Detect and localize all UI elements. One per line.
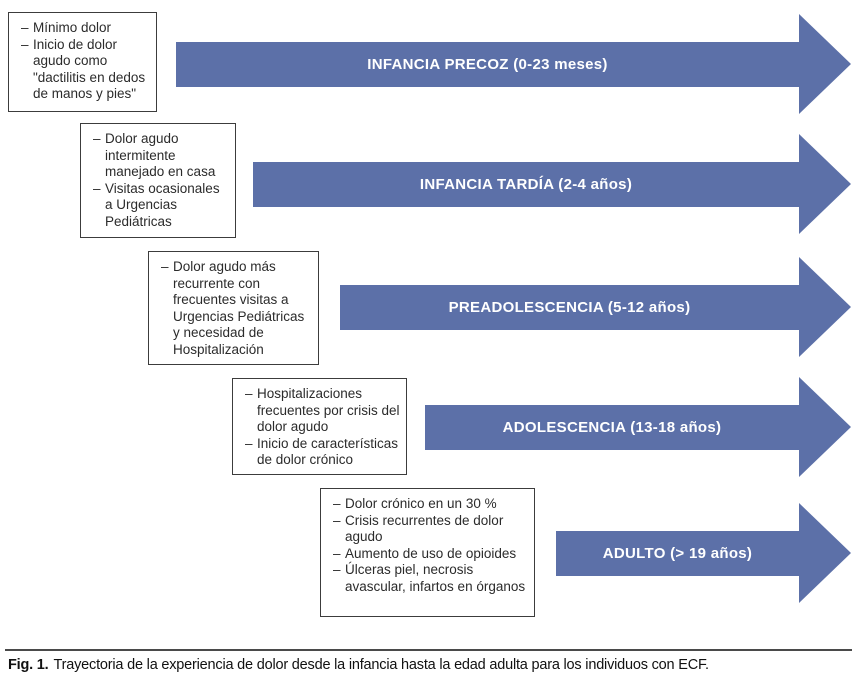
arrow-head-icon	[799, 377, 851, 477]
bullet-dash: –	[161, 259, 169, 274]
bullet-text: Inicio de dolor agudo como "dactilitis e…	[33, 36, 146, 102]
arrow-head-icon	[799, 257, 851, 357]
arrow-head-icon	[799, 503, 851, 603]
note-box-infancia-tardia: – Dolor agudo intermitente manejado en c…	[80, 123, 236, 238]
note-box-infancia-precoz: – Mínimo dolor – Inicio de dolor agudo c…	[8, 12, 157, 112]
bullet-item: – Dolor crónico en un 30 %	[333, 496, 528, 513]
bullet-item: – Úlceras piel, necrosis avascular, infa…	[333, 562, 528, 595]
bullet-item: – Inicio de dolor agudo como "dactilitis…	[21, 37, 150, 103]
bullet-text: Crisis recurrentes de dolor agudo	[345, 512, 504, 545]
bullet-dash: –	[245, 435, 253, 451]
bullet-dash: –	[93, 180, 101, 196]
arrow-infancia-precoz: INFANCIA PRECOZ (0-23 meses)	[176, 42, 799, 87]
bullet-dash: –	[333, 545, 341, 561]
bullet-item: – Hospitalizaciones frecuentes por crisi…	[245, 386, 400, 436]
bullet-text: Mínimo dolor	[33, 20, 112, 35]
arrow-label: INFANCIA PRECOZ (0-23 meses)	[367, 56, 608, 73]
note-box-preadolescencia: – Dolor agudo más recurrente con frecuen…	[148, 251, 319, 365]
bullet-item: – Inicio de características de dolor cró…	[245, 436, 400, 469]
arrow-label: INFANCIA TARDÍA (2-4 años)	[419, 176, 633, 193]
bullet-dash: –	[333, 512, 341, 528]
figure-caption: Fig. 1.Trayectoria de la experiencia de …	[8, 657, 848, 673]
arrow-head-icon	[799, 134, 851, 234]
bullet-item: – Dolor agudo intermitente manejado en c…	[93, 131, 229, 181]
arrow-adulto: ADULTO (> 19 años)	[556, 531, 799, 576]
bullet-text: Úlceras piel, necrosis avascular, infart…	[345, 562, 526, 594]
bullet-dash: –	[333, 496, 341, 511]
caption-divider	[5, 649, 852, 651]
bullet-item: – Crisis recurrentes de dolor agudo	[333, 513, 528, 546]
note-box-adolescencia: – Hospitalizaciones frecuentes por crisi…	[232, 378, 407, 475]
bullet-dash: –	[21, 36, 29, 52]
bullet-text: Dolor agudo intermitente manejado en cas…	[105, 131, 216, 179]
arrow-adolescencia: ADOLESCENCIA (13-18 años)	[425, 405, 799, 450]
arrow-label: PREADOLESCENCIA (5-12 años)	[448, 299, 691, 316]
bullet-text: Dolor crónico en un 30 %	[345, 496, 497, 511]
bullet-item: – Dolor agudo más recurrente con frecuen…	[161, 259, 312, 358]
bullet-dash: –	[93, 131, 101, 146]
bullet-text: Hospitalizaciones frecuentes por crisis …	[257, 386, 400, 434]
arrow-label: ADULTO (> 19 años)	[602, 545, 753, 562]
arrow-label: ADOLESCENCIA (13-18 años)	[502, 419, 722, 436]
bullet-dash: –	[333, 562, 341, 577]
bullet-dash: –	[21, 20, 29, 35]
caption-text: Trayectoria de la experiencia de dolor d…	[53, 657, 710, 673]
bullet-text: Aumento de uso de opioides	[345, 545, 517, 561]
bullet-text: Inicio de características de dolor cróni…	[257, 435, 399, 468]
figure-number: Fig. 1.	[8, 657, 49, 673]
bullet-dash: –	[245, 386, 253, 401]
bullet-text: Dolor agudo más recurrente con frecuente…	[173, 259, 305, 357]
note-box-adulto: – Dolor crónico en un 30 % – Crisis recu…	[320, 488, 535, 617]
bullet-text: Visitas ocasionales a Urgencias Pediátri…	[105, 180, 220, 229]
arrow-preadolescencia: PREADOLESCENCIA (5-12 años)	[340, 285, 799, 330]
arrow-head-icon	[799, 14, 851, 114]
bullet-item: – Aumento de uso de opioides	[333, 546, 528, 563]
arrow-infancia-tardia: INFANCIA TARDÍA (2-4 años)	[253, 162, 799, 207]
bullet-item: – Mínimo dolor	[21, 20, 150, 37]
bullet-item: – Visitas ocasionales a Urgencias Pediát…	[93, 181, 229, 231]
